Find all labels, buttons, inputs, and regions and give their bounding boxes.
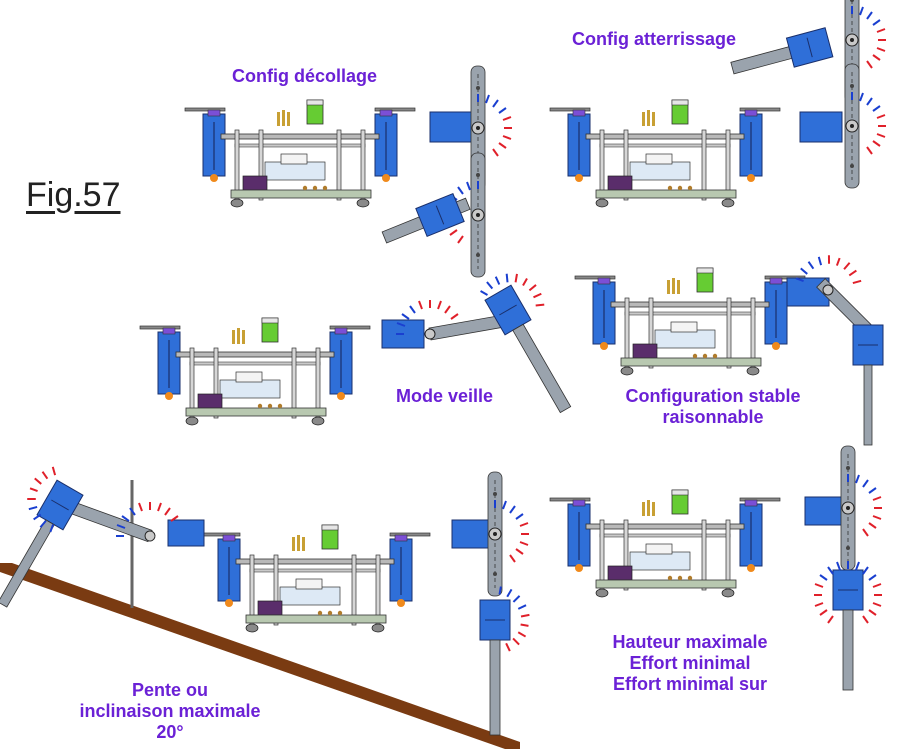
- caption-slope: Pente ou inclinaison maximale 20°: [70, 680, 270, 743]
- caption-max-height-line-3: Effort minimal sur: [612, 674, 768, 694]
- caption-max-height-line-1: Hauteur maximale: [612, 632, 768, 652]
- caption-stable: Configuration stable raisonnable: [598, 386, 828, 428]
- config-max-height-robot: [549, 445, 883, 691]
- caption-slope-line-2: inclinaison maximale: [79, 701, 261, 721]
- caption-max-height: Hauteur maximale Effort minimal Effort m…: [590, 632, 790, 695]
- caption-slope-line-3: 20°: [156, 722, 184, 742]
- figure-label: Fig.57: [26, 176, 121, 214]
- caption-stable-line-1: Configuration stable: [625, 386, 801, 406]
- caption-landing: Config atterrissage: [572, 29, 737, 49]
- config-takeoff-robot: [184, 65, 513, 278]
- slope-bar: [0, 563, 520, 749]
- config-slope-robot: [0, 461, 536, 749]
- caption-max-height-line-2: Effort minimal: [629, 653, 751, 673]
- config-landing-robot: [549, 0, 887, 208]
- caption-standby: Mode veille: [396, 386, 494, 406]
- config-standby-robot: [139, 260, 572, 426]
- caption-takeoff: Config décollage: [232, 66, 378, 86]
- caption-slope-line-1: Pente ou: [131, 680, 208, 700]
- config-stable-robot: [574, 245, 884, 446]
- caption-stable-line-2: raisonnable: [662, 407, 764, 427]
